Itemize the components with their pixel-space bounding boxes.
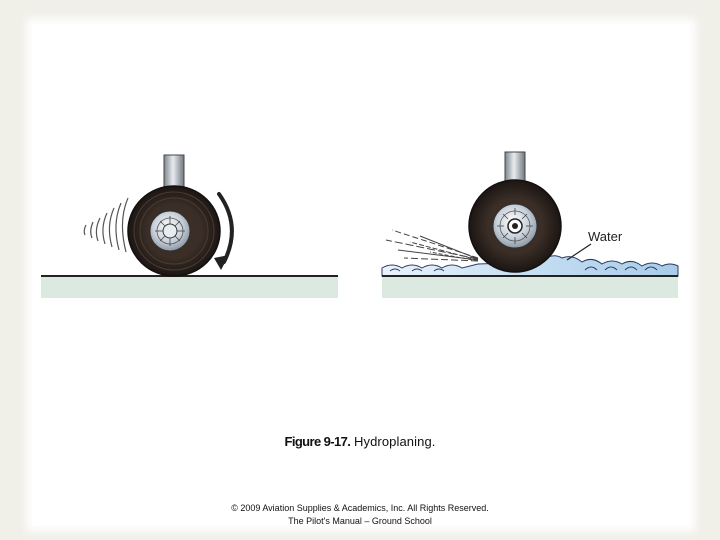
- right-hub-spokes: [497, 208, 533, 244]
- water-ripples-icon: [389, 266, 658, 272]
- copyright-footer: © 2009 Aviation Supplies & Academics, In…: [0, 502, 720, 528]
- figure-caption-text: Hydroplaning.: [350, 434, 436, 449]
- figure-caption-label: Figure 9-17.: [284, 434, 351, 449]
- book-title-line: The Pilot's Manual – Ground School: [288, 516, 432, 526]
- left-runway: [41, 276, 338, 298]
- left-tire-tread: [133, 191, 215, 271]
- rotation-arrow-icon: [217, 192, 234, 264]
- right-hub-axle: [512, 223, 518, 229]
- left-hub-spokes: [155, 216, 185, 246]
- left-panel-rolling-tire: [41, 154, 338, 298]
- copyright-line: © 2009 Aviation Supplies & Academics, In…: [231, 503, 489, 513]
- left-tire-groove: [139, 197, 209, 265]
- left-hub-center: [162, 223, 178, 239]
- rotation-arrowhead-icon: [214, 255, 229, 270]
- right-panel-hydroplaning-tire: Water: [381, 151, 679, 298]
- water-label-leader: [566, 243, 592, 261]
- figure-caption: Figure 9-17. Hydroplaning.: [0, 434, 720, 449]
- motion-lines-icon: [83, 197, 129, 253]
- water-label: Water: [588, 229, 623, 244]
- water-spray-icon: [385, 229, 479, 262]
- right-runway: [382, 276, 678, 298]
